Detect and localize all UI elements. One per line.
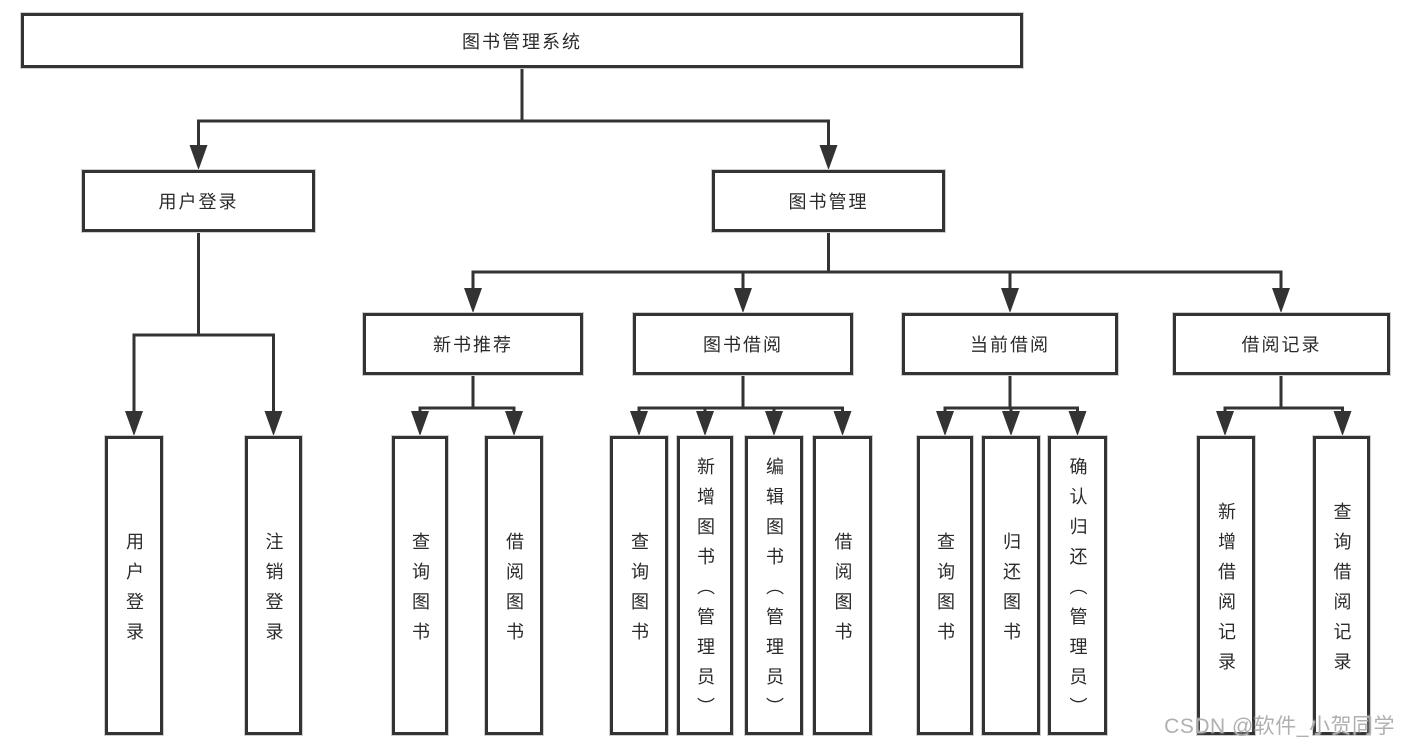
leaf-query-borrow-record: 查询借阅记录: [1313, 436, 1370, 735]
node-label: 查询图书: [410, 531, 430, 652]
leaf-query-books-recommend: 查询图书: [392, 436, 448, 735]
node-library-system: 图书管理系统: [21, 13, 1023, 68]
node-label: 图书管理: [788, 192, 869, 212]
node-label: 借阅记录: [1241, 335, 1322, 355]
leaf-edit-books-admin: 编辑图书（管理员）: [745, 436, 803, 735]
node-label: 注销登录: [263, 531, 284, 652]
node-label: 用户登录: [158, 192, 239, 212]
leaf-add-borrow-record: 新增借阅记录: [1197, 436, 1255, 735]
leaf-borrow-books-recommend: 借阅图书: [485, 436, 543, 735]
node-label: 当前借阅: [970, 335, 1050, 355]
node-label: 编辑图书（管理员）: [764, 456, 784, 727]
node-book-management: 图书管理: [712, 170, 945, 232]
node-label: 归还图书: [1001, 531, 1021, 652]
node-new-book-recommend: 新书推荐: [363, 313, 583, 375]
node-label: 新增图书（管理员）: [695, 456, 715, 727]
node-label: 用户登录: [124, 531, 144, 652]
leaf-query-books-borrowing: 查询图书: [610, 436, 668, 735]
arrowheads: [125, 145, 1352, 436]
node-label: 新书推荐: [433, 335, 513, 355]
node-label: 借阅图书: [832, 531, 853, 652]
node-label: 查询图书: [629, 531, 649, 652]
leaf-query-books-current: 查询图书: [917, 436, 973, 735]
node-label: 确认归还（管理员）: [1067, 456, 1088, 727]
node-borrow-records: 借阅记录: [1173, 313, 1390, 375]
leaf-confirm-return-admin: 确认归还（管理员）: [1048, 436, 1107, 735]
node-user-login: 用户登录: [82, 170, 315, 232]
node-current-borrowing: 当前借阅: [902, 313, 1118, 375]
leaf-logout: 注销登录: [245, 436, 302, 735]
csdn-watermark: CSDN @软件_小贺同学: [1164, 715, 1395, 738]
node-label: 图书管理系统: [462, 31, 582, 52]
node-label: 查询图书: [935, 531, 955, 652]
node-label: 借阅图书: [504, 531, 524, 652]
leaf-user-login: 用户登录: [105, 436, 163, 735]
leaf-add-books-admin: 新增图书（管理员）: [677, 436, 733, 735]
node-book-borrowing: 图书借阅: [633, 313, 853, 375]
leaf-borrow-books: 借阅图书: [813, 436, 872, 735]
node-label: 新增借阅记录: [1216, 501, 1236, 682]
node-label: 查询借阅记录: [1331, 501, 1352, 682]
node-label: 图书借阅: [703, 335, 783, 355]
leaf-return-books: 归还图书: [982, 436, 1040, 735]
